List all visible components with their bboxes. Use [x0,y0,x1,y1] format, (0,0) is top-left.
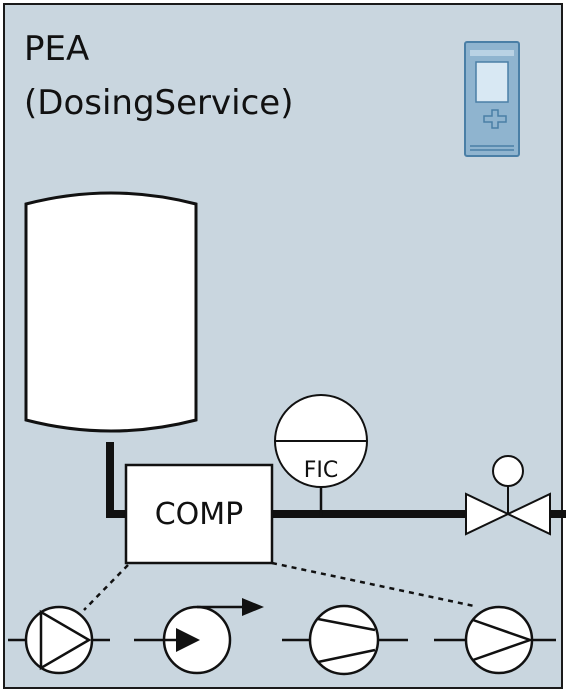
signal-line-left [83,564,129,611]
control-valve-icon [465,455,551,536]
compressor-icon [282,604,408,676]
pump-icon [134,598,264,675]
pump-icon [434,605,556,675]
module-title: PEA [24,29,90,69]
plc-controller-icon [464,41,520,157]
comp-label: COMP [155,497,244,532]
signal-line-right [271,561,475,608]
module-subtitle: (DosingService) [24,83,294,123]
pump-icon [8,605,110,675]
compensator-block: COMP [124,463,274,565]
flow-indicator-controller: FIC [274,394,368,516]
process-line-tank [106,442,128,518]
storage-tank [24,191,198,433]
fic-label: FIC [304,458,339,483]
